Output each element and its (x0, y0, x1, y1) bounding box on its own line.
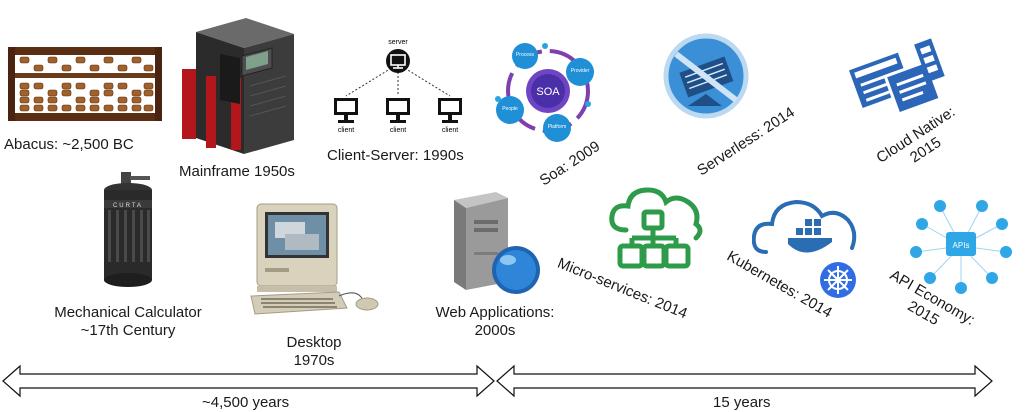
mechanical-calculator-label-line2: ~17th Century (80, 322, 176, 339)
api-hub-text: APIs (953, 241, 970, 250)
web-applications-label: Web Applications: 2000s (422, 304, 568, 340)
abacus-image (6, 43, 164, 125)
desktop-image (245, 200, 385, 324)
desktop-label-line2: 1970s (293, 352, 335, 369)
client-caption: client (390, 127, 406, 134)
server-caption: server (388, 39, 408, 46)
soa-petal-text: Process (516, 52, 535, 58)
web-applications-label-line2: 2000s (474, 322, 516, 339)
left-double-arrow (2, 364, 495, 398)
curta-brand: CURTA (113, 203, 143, 209)
soa-diagram: SOA Process Provider Platform People (490, 36, 600, 146)
web-applications-label-line1: Web Applications: (435, 304, 555, 321)
cloud-native-icon (848, 36, 950, 128)
client-server-diagram: server client client client (328, 36, 472, 136)
soa-petal-text: Provider (571, 68, 590, 74)
left-span-label: ~4,500 years (202, 394, 290, 411)
abacus-label: Abacus: ~2,500 BC (4, 136, 134, 153)
web-server-image (446, 190, 550, 302)
client-caption: client (338, 127, 354, 134)
client-caption: client (442, 127, 458, 134)
desktop-label: Desktop 1970s (274, 334, 354, 370)
timeline-arrows (0, 364, 1025, 398)
soa-center-text: SOA (536, 86, 560, 98)
mechanical-calculator-label: Mechanical Calculator ~17th Century (44, 304, 212, 340)
microservices-icon (604, 180, 708, 280)
serverless-icon (660, 30, 752, 122)
right-double-arrow (496, 364, 993, 398)
api-economy-icon: APIs (906, 196, 1016, 298)
mainframe-image (176, 14, 298, 159)
client-server-label: Client-Server: 1990s (327, 147, 464, 164)
kubernetes-icon (752, 190, 862, 302)
right-span-label: 15 years (713, 394, 771, 411)
soa-petal-text: Platform (548, 124, 567, 130)
mechanical-calculator-image: CURTA (94, 170, 162, 292)
mechanical-calculator-label-line1: Mechanical Calculator (54, 304, 202, 321)
mainframe-label: Mainframe 1950s (179, 163, 295, 180)
desktop-label-line1: Desktop (286, 334, 342, 351)
soa-petal-text: People (502, 106, 518, 112)
